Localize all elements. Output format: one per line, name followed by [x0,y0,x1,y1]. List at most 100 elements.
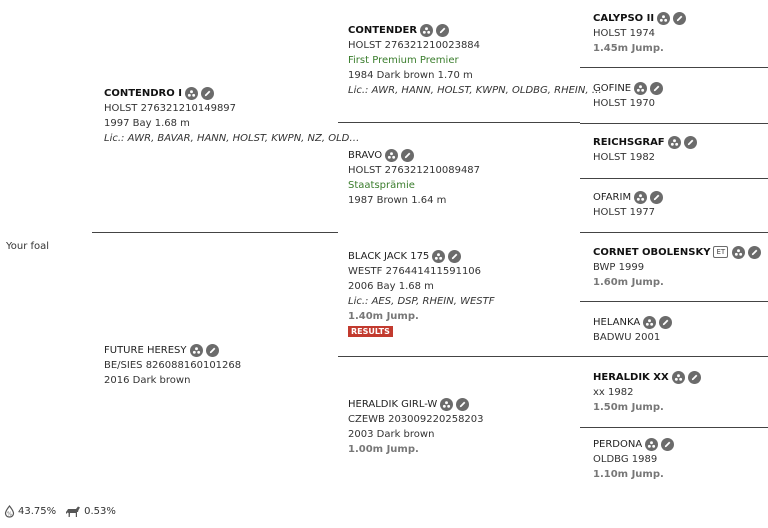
pedigree-sire-sire: CONTENDER HOLST 276321210023884 First Pr… [348,22,602,98]
family-tree-icon[interactable] [732,245,746,259]
edit-icon[interactable] [673,11,687,25]
edit-icon[interactable] [687,370,701,384]
pedigree-divider-gen3-7 [580,427,768,428]
pedigree-gen3-3: REICHSGRAF HOLST 1982 [593,134,697,165]
edit-icon[interactable] [456,397,470,411]
horse-name[interactable]: CORNET OBOLENSKY [593,246,711,258]
pedigree-dam: FUTURE HERESY BE/SIES 826088160101268 20… [104,342,241,388]
svg-text:%: % [7,511,12,517]
horse-name[interactable]: CONTENDER [348,24,418,36]
family-tree-icon[interactable] [667,135,681,149]
horse-details: 2003 Dark brown [348,429,435,440]
horse-name[interactable]: HERALDIK XX [593,371,669,383]
registration-number: HOLST 276321210023884 [348,40,481,51]
pedigree-gen3-8: PERDONA OLDBG 1989 1.10m Jump. [593,436,675,482]
family-tree-icon[interactable] [385,148,399,162]
edit-icon[interactable] [436,23,450,37]
horse-details: 1987 Brown 1.64 m [348,195,447,206]
family-tree-icon[interactable] [671,370,685,384]
registration-number: HOLST 276321210149897 [104,103,237,114]
horse-details: 2006 Bay 1.68 m [348,281,434,292]
family-tree-icon[interactable] [645,437,659,451]
pedigree-divider-gen2-bottom [338,356,580,357]
blood-stats: % 43.75% 0.53% [4,505,116,518]
registration-number: HOLST 1970 [593,98,656,109]
family-tree-icon[interactable] [634,81,648,95]
pedigree-sire-dam: BRAVO HOLST 276321210089487 Staatsprämie… [348,147,480,208]
blood-percent: 43.75% [18,506,57,517]
pedigree-divider-gen3-4 [580,232,768,233]
pedigree-divider-gen1 [92,232,338,233]
pedigree-sire: CONTENDRO I HOLST 276321210149897 1997 B… [104,85,359,146]
pedigree-divider-gen3-5 [580,301,768,302]
registration-number: HOLST 1982 [593,152,656,163]
horse-name[interactable]: GOFINE [593,82,632,94]
jump-height: 1.60m Jump. [593,277,664,288]
horse-name[interactable]: BRAVO [348,149,383,161]
jump-height: 1.45m Jump. [593,43,664,54]
family-tree-icon[interactable] [189,343,203,357]
pedigree-divider-gen2-top [338,122,580,123]
edit-icon[interactable] [650,190,664,204]
award: Staatsprämie [348,180,415,191]
jump-height: 1.40m Jump. [348,311,419,322]
pedigree-divider-gen3-6 [580,356,768,357]
your-foal-label: Your foal [6,241,50,252]
blood-drop-icon: % [4,505,15,518]
edit-icon[interactable] [661,437,675,451]
registration-number: BWP 1999 [593,262,645,273]
edit-icon[interactable] [683,135,697,149]
et-badge: ET [713,246,729,258]
horse-name[interactable]: HERALDIK GIRL-W [348,398,438,410]
licences: Lic.: AWR, BAVAR, HANN, HOLST, KWPN, NZ,… [104,133,360,144]
jump-height: 1.10m Jump. [593,469,664,480]
pedigree-gen3-6: HELANKA BADWU 2001 [593,314,673,345]
horse-details: 2016 Dark brown [104,375,191,386]
edit-icon[interactable] [748,245,762,259]
jump-height: 1.00m Jump. [348,444,419,455]
horse-name[interactable]: HELANKA [593,316,641,328]
horse-details: 1984 Dark brown 1.70 m [348,70,473,81]
family-tree-icon[interactable] [184,86,198,100]
family-tree-icon[interactable] [432,249,446,263]
thoroughbred-percent: 0.53% [84,506,116,517]
award: First Premium Premier [348,55,459,66]
edit-icon[interactable] [650,81,664,95]
horse-name[interactable]: CALYPSO II [593,12,655,24]
horse-name[interactable]: FUTURE HERESY [104,344,187,356]
registration-number: HOLST 276321210089487 [348,165,481,176]
family-tree-icon[interactable] [440,397,454,411]
results-button[interactable]: RESULTS [348,326,393,337]
pedigree-dam-dam: HERALDIK GIRL-W CZEWB 203009220258203 20… [348,396,484,457]
jump-height: 1.50m Jump. [593,402,664,413]
pedigree-gen3-5: CORNET OBOLENSKY ET BWP 1999 1.60m Jump. [593,244,762,290]
family-tree-icon[interactable] [643,315,657,329]
pedigree-dam-sire: BLACK JACK 175 WESTF 276441411591106 200… [348,248,494,339]
pedigree-gen3-4: OFARIM HOLST 1977 [593,189,664,220]
horse-name[interactable]: CONTENDRO I [104,87,182,99]
edit-icon[interactable] [448,249,462,263]
edit-icon[interactable] [659,315,673,329]
family-tree-icon[interactable] [634,190,648,204]
licences: Lic.: AWR, HANN, HOLST, KWPN, OLDBG, RHE… [348,85,602,96]
horse-name[interactable]: REICHSGRAF [593,136,665,148]
registration-number: HOLST 1977 [593,207,656,218]
pedigree-gen3-2: GOFINE HOLST 1970 [593,80,664,111]
registration-number: HOLST 1974 [593,28,656,39]
horse-name[interactable]: PERDONA [593,438,643,450]
registration-number: CZEWB 203009220258203 [348,414,484,425]
pedigree-divider-gen3-1 [580,67,768,68]
horse-name[interactable]: BLACK JACK 175 [348,250,430,262]
pedigree-divider-gen3-3 [580,178,768,179]
family-tree-icon[interactable] [420,23,434,37]
horse-name[interactable]: OFARIM [593,191,632,203]
edit-icon[interactable] [205,343,219,357]
edit-icon[interactable] [401,148,415,162]
horse-icon [65,505,81,518]
registration-number: WESTF 276441411591106 [348,266,482,277]
edit-icon[interactable] [200,86,214,100]
family-tree-icon[interactable] [657,11,671,25]
registration-number: BADWU 2001 [593,332,661,343]
horse-details: 1997 Bay 1.68 m [104,118,190,129]
pedigree-gen3-7: HERALDIK XX xx 1982 1.50m Jump. [593,369,701,415]
